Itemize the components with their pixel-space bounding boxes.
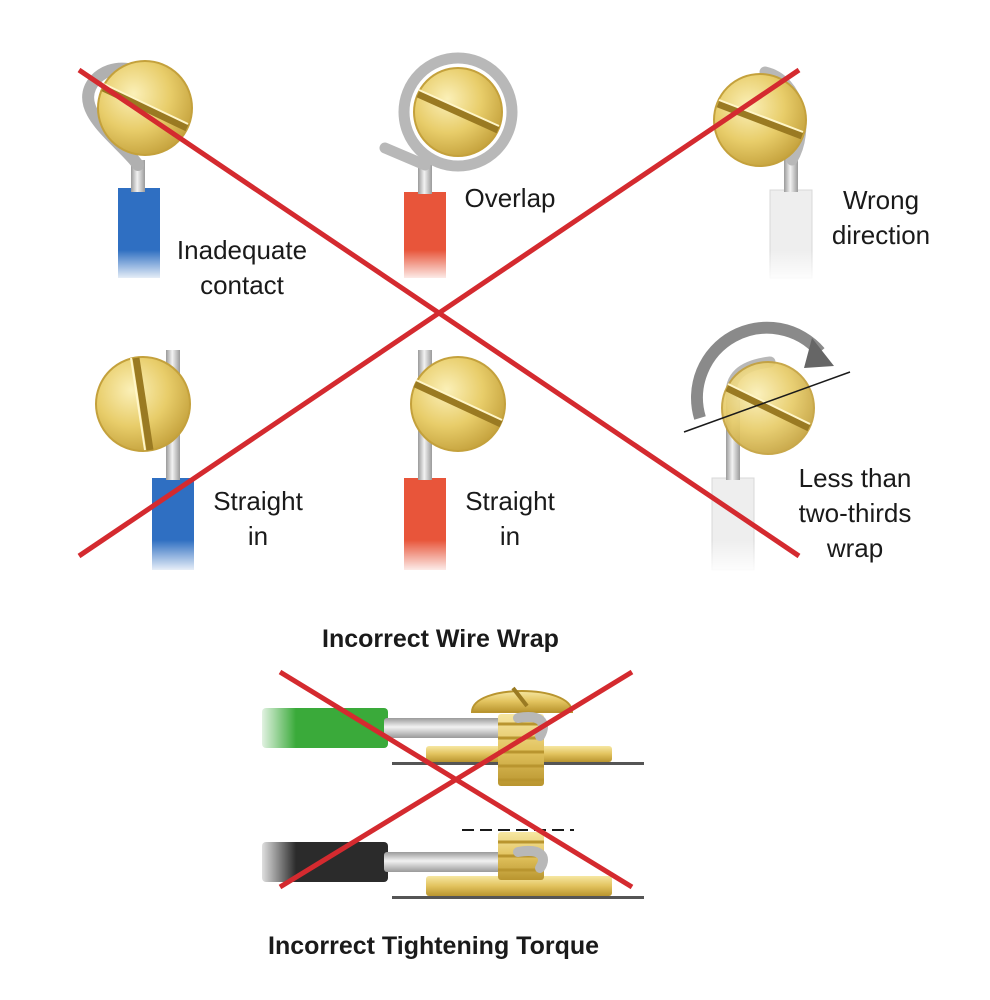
wire-wrap [513,712,548,741]
wire-conductor [384,852,524,872]
label-line: Straight [213,486,303,516]
fade [396,250,456,282]
wrap-reference-line [683,371,851,433]
cross-line-2 [77,67,801,559]
fade [144,540,204,574]
cross-line-4 [278,669,634,890]
label-line: Less than [798,463,912,493]
label-line: contact [200,270,284,300]
slot-highlight [130,357,146,451]
fade [762,250,822,282]
wire-conductor [384,718,524,738]
label-line: in [499,521,521,551]
label-line: wrap [826,533,884,563]
item-straight-in-red [396,350,506,574]
screw-slot [132,357,154,451]
rotation-arrow-head [804,338,834,368]
label-line: in [247,521,269,551]
screw-slot [725,384,811,432]
label-wrong-direction: Wrong direction [820,183,942,253]
label-less-than-two-thirds: Less than two-thirds wrap [788,461,922,566]
terminal-base [426,876,612,896]
slot-highlight [727,383,811,425]
screw-slot [716,100,804,140]
label-line: Inadequate [176,235,308,265]
item-overlap [379,52,518,282]
label-line: Wrong [842,185,920,215]
screw-slot [416,90,500,134]
fade [704,540,764,574]
label-line: direction [831,220,931,250]
title-wire-wrap: Incorrect Wire Wrap [322,625,559,653]
label-line: Straight [465,486,555,516]
screw-slot [413,380,503,428]
terminal-plate [392,896,644,899]
fade [396,540,456,574]
fade [256,838,296,886]
rotation-arrow-arc [691,321,825,420]
slot-highlight [418,89,500,127]
wire-wrap [513,846,548,873]
label-overlap: Overlap [455,181,565,216]
screw-slot [511,686,529,708]
label-straight-in-blue: Straight in [203,484,313,554]
slot-highlight [103,83,189,125]
slot-highlight [718,99,804,133]
wire-overlap-end [379,142,431,171]
fade [110,250,170,282]
title-tightening-torque: Incorrect Tightening Torque [268,932,600,960]
label-line: two-thirds [798,498,912,528]
item-less-than-two-thirds [683,321,851,574]
wire-loop [398,52,518,172]
item-wrong-direction [713,66,822,282]
torque-over [256,829,644,899]
label-line: Overlap [464,183,556,213]
fade [256,704,296,752]
item-straight-in-blue [95,350,204,574]
torque-under [256,686,644,786]
slot-highlight [415,379,503,421]
label-inadequate-contact: Inadequate contact [162,233,322,303]
label-straight-in-red: Straight in [455,484,565,554]
